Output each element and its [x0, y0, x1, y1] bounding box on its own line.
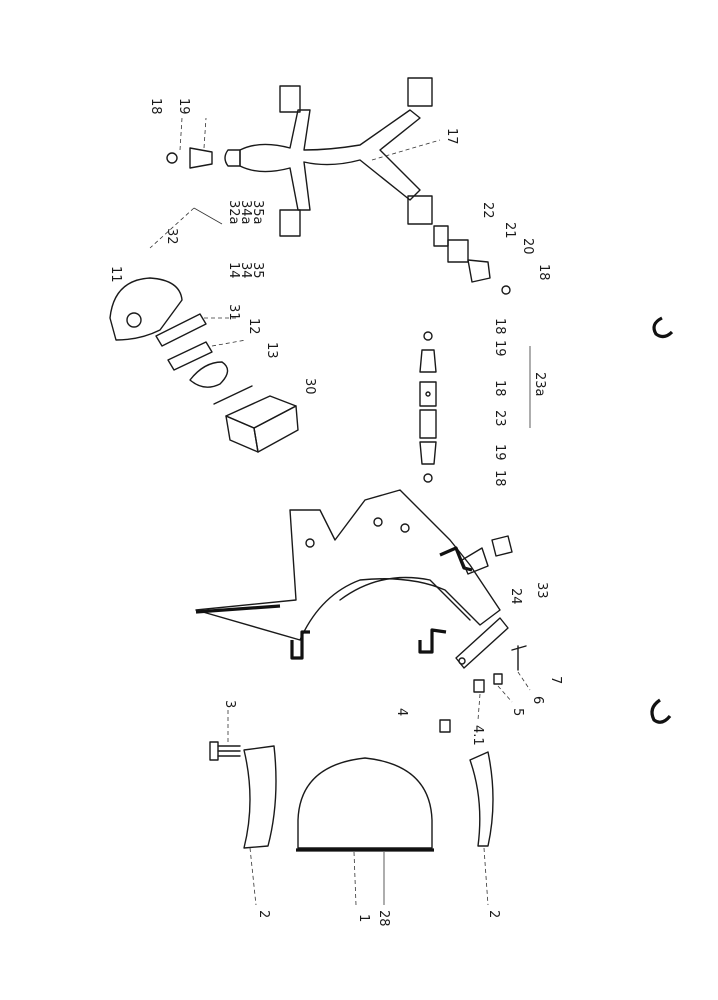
- label-5: 5: [510, 708, 525, 716]
- lever-part-32: [109, 277, 183, 341]
- fittings-20-21-22: [433, 225, 511, 295]
- label-17: 17: [444, 128, 459, 145]
- label-19-top: 19: [176, 98, 191, 115]
- label-35a: 35a: [250, 200, 265, 225]
- label-12: 12: [246, 318, 261, 335]
- label-4: 4: [394, 708, 409, 716]
- label-35: 35: [250, 262, 265, 279]
- label-31: 31: [226, 304, 241, 321]
- cap-parts-18-19-top: [166, 147, 213, 169]
- label-23: 23: [492, 410, 507, 427]
- label-23a: 23a: [532, 372, 547, 397]
- label-28: 28: [376, 910, 391, 927]
- label-21: 21: [502, 222, 517, 239]
- label-19-row-a: 19: [492, 444, 507, 461]
- block-part-30: [225, 395, 299, 453]
- label-18-top: 18: [148, 98, 163, 115]
- label-18-row-b: 18: [492, 380, 507, 397]
- y-manifold-part-17: [224, 77, 433, 237]
- label-2-right: 2: [486, 910, 501, 918]
- sheet-mark-lower: [650, 698, 672, 724]
- label-20: 20: [520, 238, 535, 255]
- clip-left-part-2: [243, 745, 277, 849]
- clip-right-part-2: [439, 719, 494, 847]
- labels-layer: 1 28 2 2 3 4 4.1 5 6 7 24 33 18 19 23 18…: [108, 98, 563, 927]
- label-4-1: 4.1: [470, 725, 485, 746]
- label-19-row-b: 19: [492, 340, 507, 357]
- dome-shell-part-1: [296, 757, 434, 852]
- label-3: 3: [222, 700, 237, 708]
- label-18-right: 18: [536, 264, 551, 281]
- label-11: 11: [108, 266, 123, 283]
- label-32: 32: [164, 228, 179, 245]
- label-34: 34: [238, 262, 253, 279]
- label-14: 14: [226, 262, 241, 279]
- label-1: 1: [356, 914, 371, 922]
- label-34a: 34a: [238, 200, 253, 225]
- label-6: 6: [530, 696, 545, 704]
- screw-part-3: [209, 741, 241, 761]
- label-18-row-c: 18: [492, 318, 507, 335]
- label-7: 7: [548, 676, 563, 684]
- label-22: 22: [480, 202, 495, 219]
- rod-parts-31-12-13: [155, 313, 253, 405]
- main-housing-bracket: [195, 489, 501, 660]
- label-33: 33: [534, 582, 549, 599]
- label-18-row-a: 18: [492, 470, 507, 487]
- sheet-mark-upper: [652, 316, 674, 339]
- label-13: 13: [264, 342, 279, 359]
- label-30: 30: [302, 378, 317, 395]
- rod-part-33: [455, 617, 509, 669]
- label-2-left: 2: [256, 910, 271, 918]
- small-bracket-part-24: [461, 535, 513, 575]
- label-24: 24: [508, 588, 523, 605]
- label-32a: 32a: [226, 200, 241, 225]
- small-parts-5-6-7: [473, 645, 527, 693]
- fastener-row-23a: [419, 331, 531, 483]
